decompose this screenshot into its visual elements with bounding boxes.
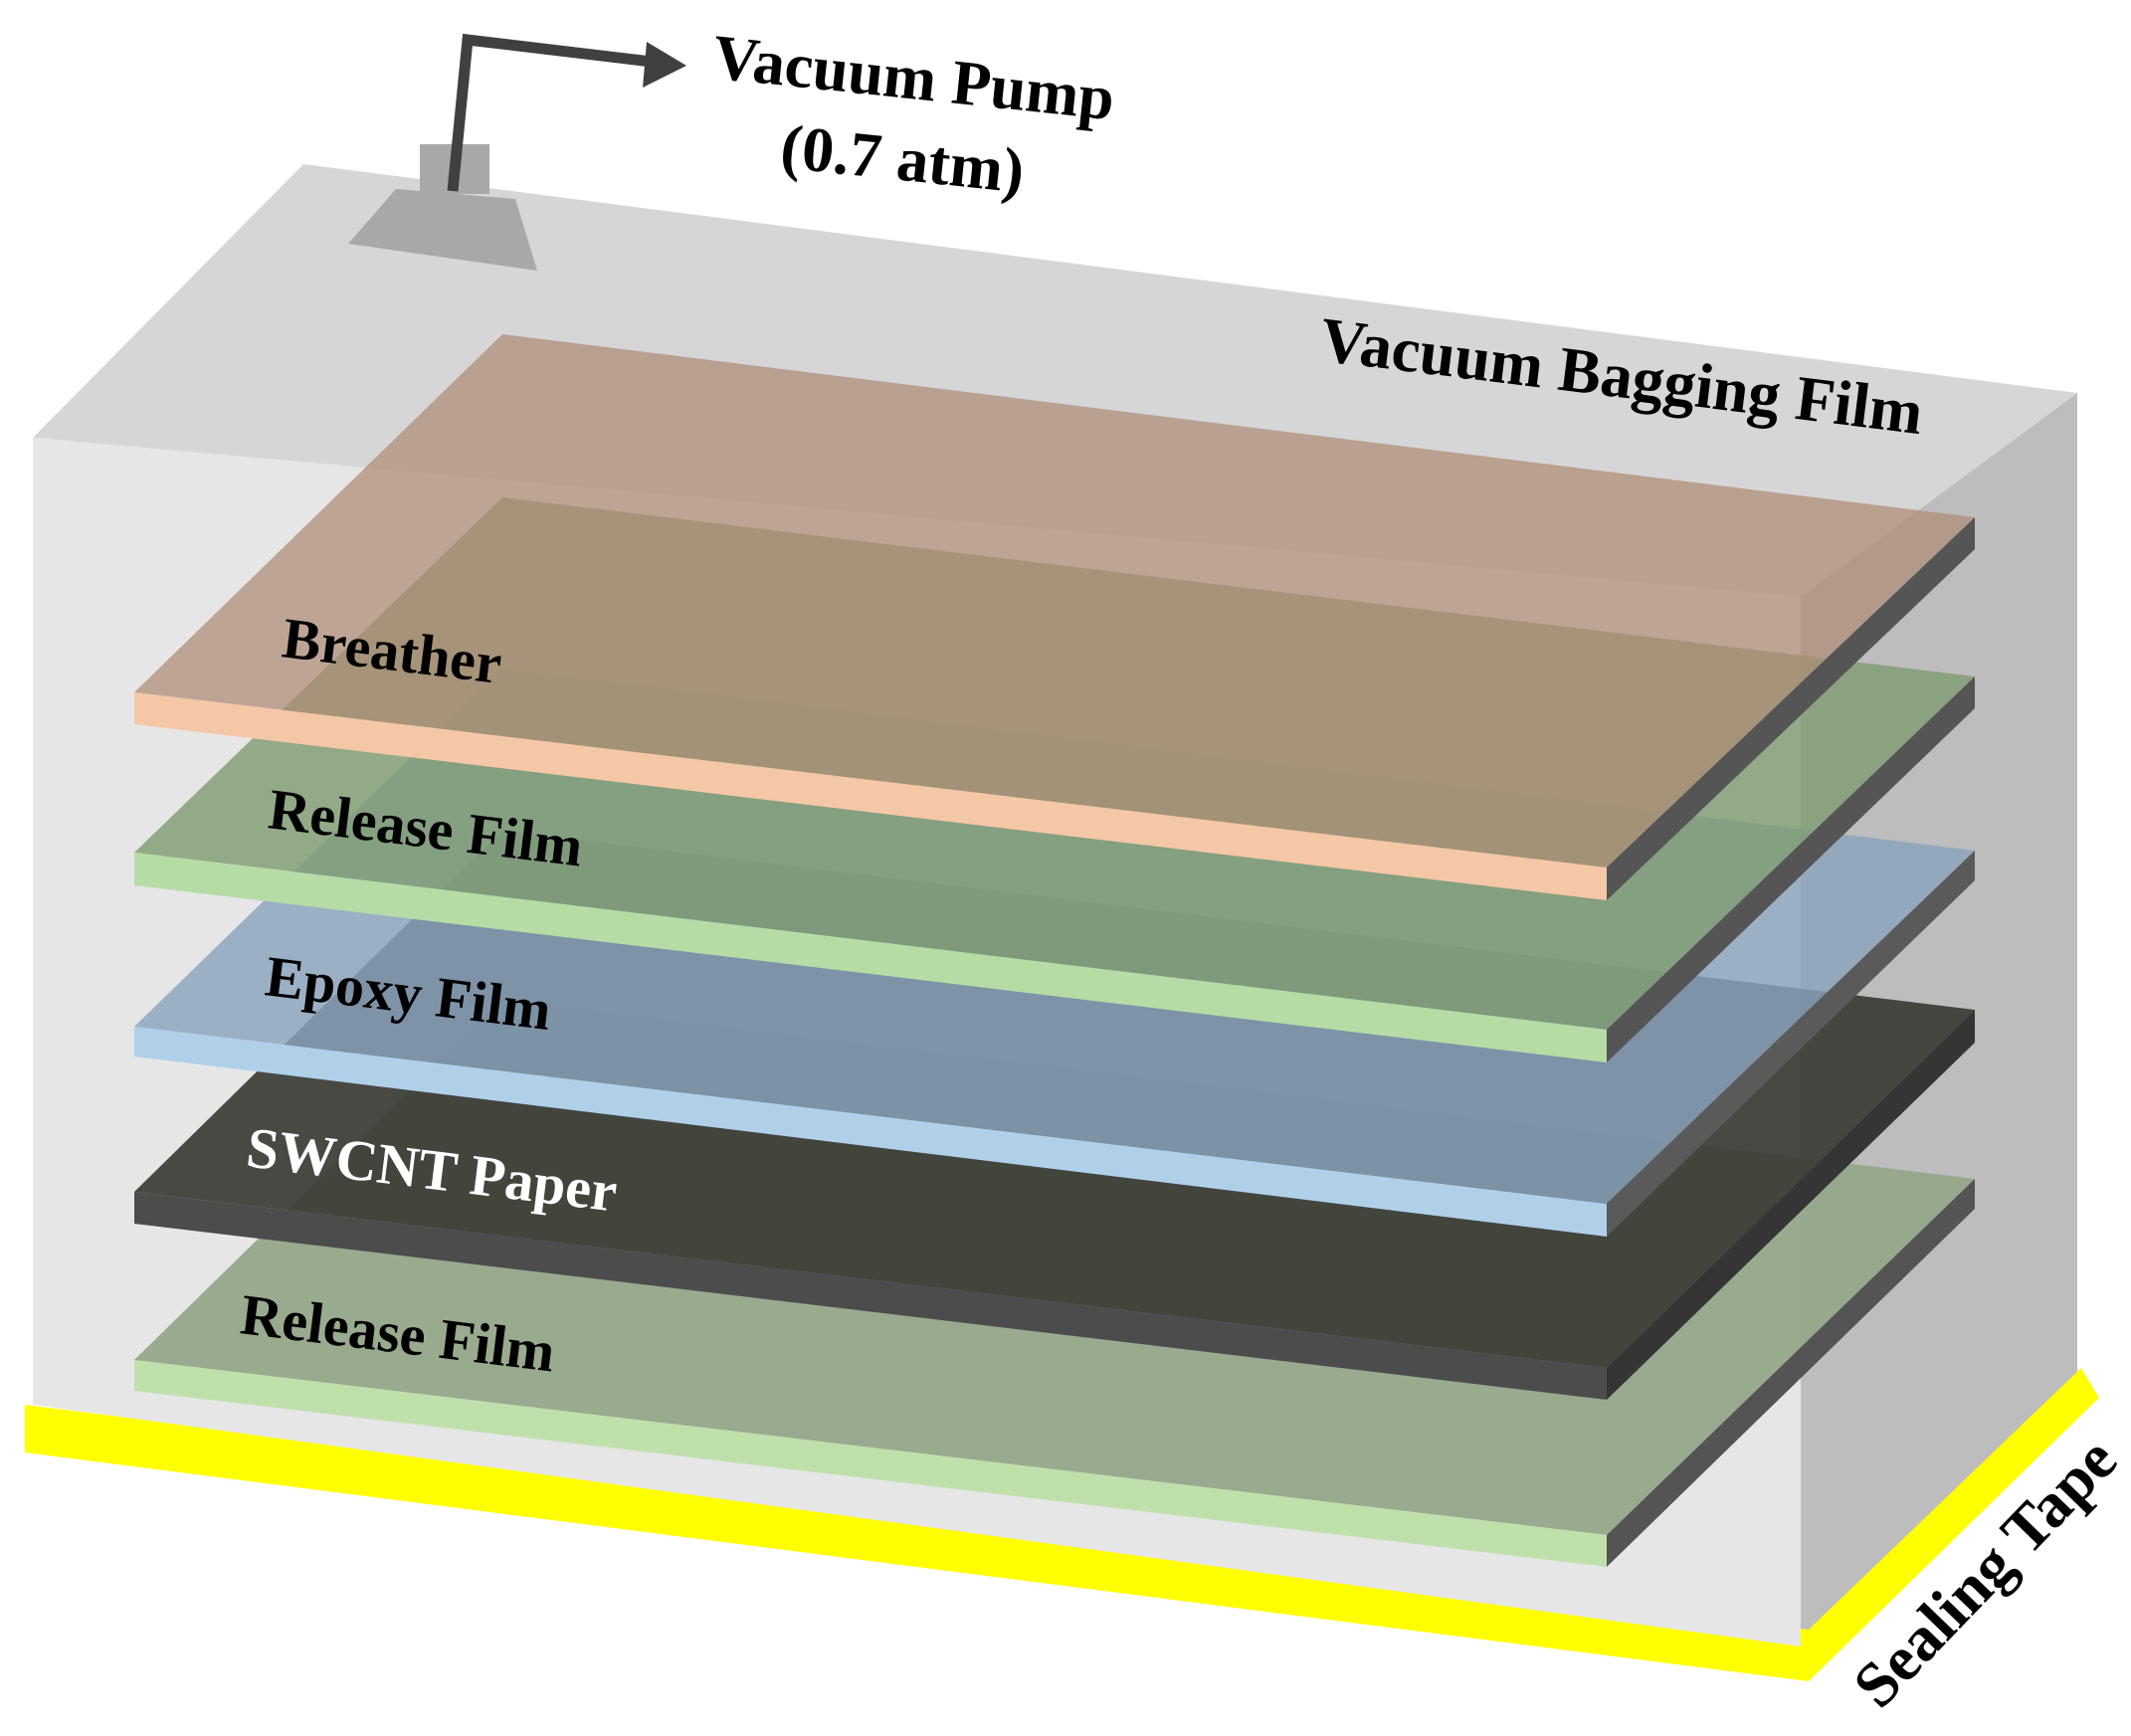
vacuum-port-base bbox=[348, 189, 537, 271]
layer-release-film-top-edge bbox=[134, 853, 1607, 1062]
layer-release-film-top-side bbox=[1607, 676, 1975, 1062]
layer-breather bbox=[134, 334, 1975, 900]
layer-swcnt-paper-side bbox=[1607, 1010, 1975, 1400]
layer-epoxy-film-side bbox=[1607, 851, 1975, 1237]
vacuum-line bbox=[447, 33, 653, 192]
layer-breather-edge bbox=[134, 692, 1607, 900]
sealing-tape-front bbox=[25, 1405, 1809, 1681]
layer-breather-side bbox=[1607, 517, 1975, 900]
layer-release-film-bottom-side bbox=[1607, 1179, 1975, 1567]
layer-epoxy-film-edge bbox=[134, 1027, 1607, 1237]
vacuum-pump-pressure: (0.7 atm) bbox=[778, 110, 1028, 206]
vacuum-pump-label: Vacuum Pump bbox=[710, 21, 1118, 133]
layer-breather-top bbox=[134, 334, 1975, 868]
layer-swcnt-paper-edge bbox=[134, 1192, 1607, 1400]
vacuum-arrow-head-icon bbox=[643, 42, 686, 88]
layer-release-film-bottom-edge bbox=[134, 1360, 1607, 1567]
sealing-tape-right bbox=[1809, 1368, 2099, 1681]
